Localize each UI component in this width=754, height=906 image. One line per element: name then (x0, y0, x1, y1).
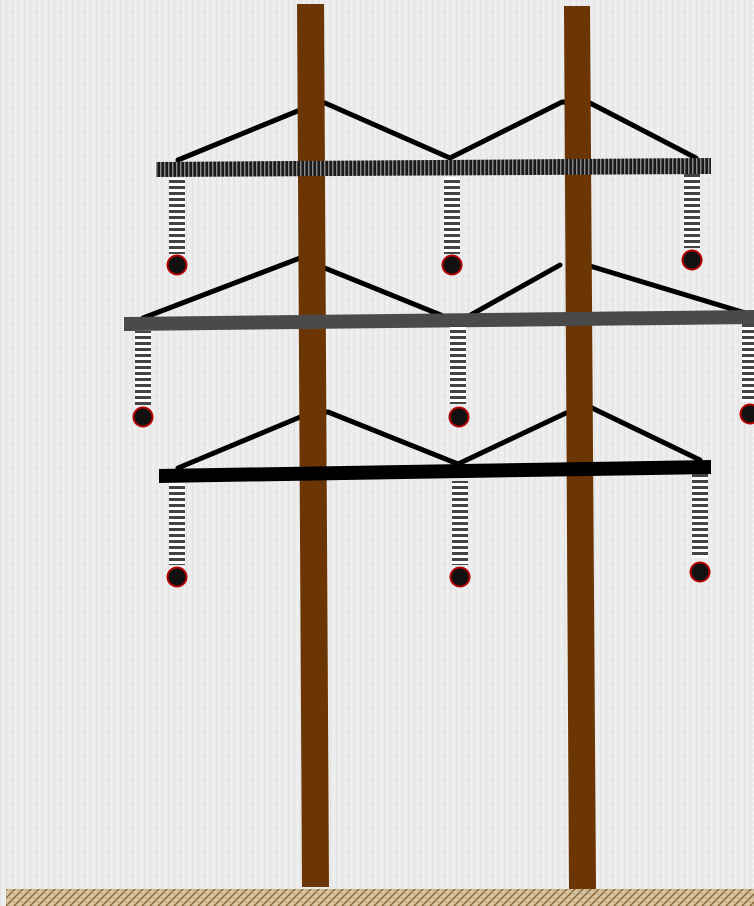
top-crossarm (156, 158, 711, 177)
insulator (169, 483, 185, 565)
ground-strip (6, 889, 754, 906)
insulators (135, 174, 754, 565)
left-pole (297, 4, 329, 887)
insulator (135, 331, 151, 405)
insulator (742, 324, 754, 402)
middle-brace-right (577, 260, 754, 318)
conductors (132, 249, 754, 588)
middle-crossarm (124, 310, 754, 331)
conductor (681, 249, 703, 271)
conductor (166, 254, 188, 276)
poles (297, 4, 596, 889)
conductor (448, 406, 470, 428)
conductor (739, 403, 754, 425)
insulator (692, 474, 708, 558)
middle-braces (140, 255, 563, 325)
conductor (441, 254, 463, 276)
bottom-crossarm (159, 460, 711, 483)
conductor (449, 566, 471, 588)
insulator (169, 178, 185, 254)
insulator (444, 177, 460, 254)
conductor (166, 566, 188, 588)
conductor (132, 406, 154, 428)
crossarms (124, 158, 754, 483)
insulator (450, 326, 466, 404)
insulator (452, 481, 468, 565)
insulator (684, 174, 700, 248)
conductor (689, 561, 711, 583)
right-pole (564, 6, 596, 889)
